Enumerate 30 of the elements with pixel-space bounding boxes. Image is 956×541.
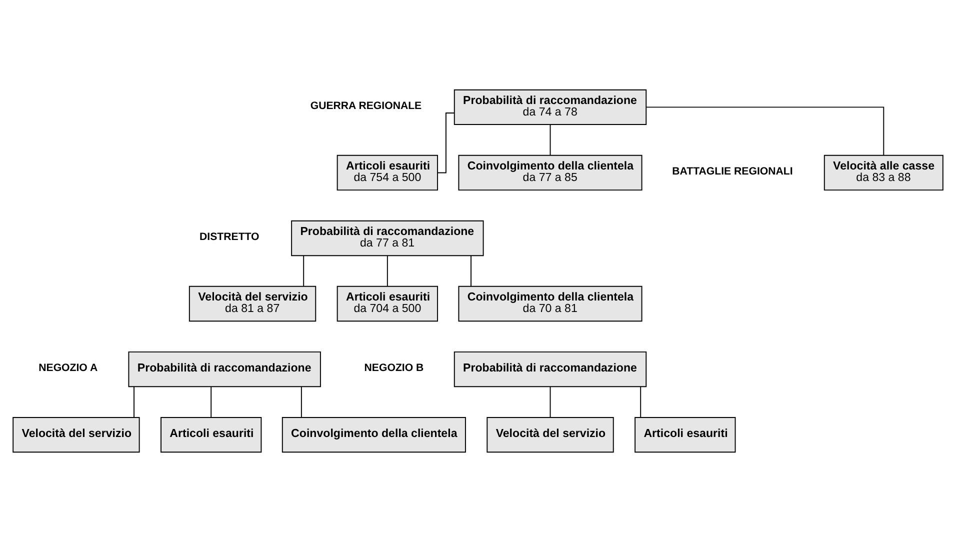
node-box: Coinvolgimento della clientela da 77 a 85 [458,154,642,190]
connector [550,386,551,418]
node-box: Velocità del servizio da 81 a 87 [188,285,316,322]
node-box: Probabilità di raccomandazione da 74 a 78 [454,88,647,125]
connector [437,112,455,173]
connector [303,254,304,286]
node-box: Velocità del servizio [486,416,614,452]
connector [210,386,212,418]
node-box: Coinvolgimento della clientela [282,416,466,452]
node-box: Velocità del servizio [12,416,140,452]
node-label: NEGOZIO A [38,362,98,374]
node-box: Probabilità di raccomandazione da 77 a 81 [291,220,484,256]
node-box: Articoli esauriti da 704 a 500 [336,285,438,322]
node-box: Articoli esauriti [160,416,262,452]
node-label: NEGOZIO B [364,362,424,374]
node-label: BATTAGLIE REGIONALI [672,164,793,177]
node-box: Articoli esauriti da 754 a 500 [336,154,438,190]
connector [470,254,472,286]
node-label: DISTRETTO [200,230,260,242]
node-label: GUERRA REGIONALE [310,99,422,112]
connector [550,124,551,156]
node-box: Articoli esauriti [634,416,736,452]
node-box: Velocità alle casse da 83 a 88 [824,154,944,190]
node-box: Probabilità di raccomandazione [128,350,321,387]
connector [386,254,388,286]
node-box: Coinvolgimento della clientela da 70 a 81 [458,285,642,322]
connector [646,106,884,156]
node-box: Probabilità di raccomandazione [454,350,647,387]
connector [300,386,302,418]
connector [640,386,642,418]
